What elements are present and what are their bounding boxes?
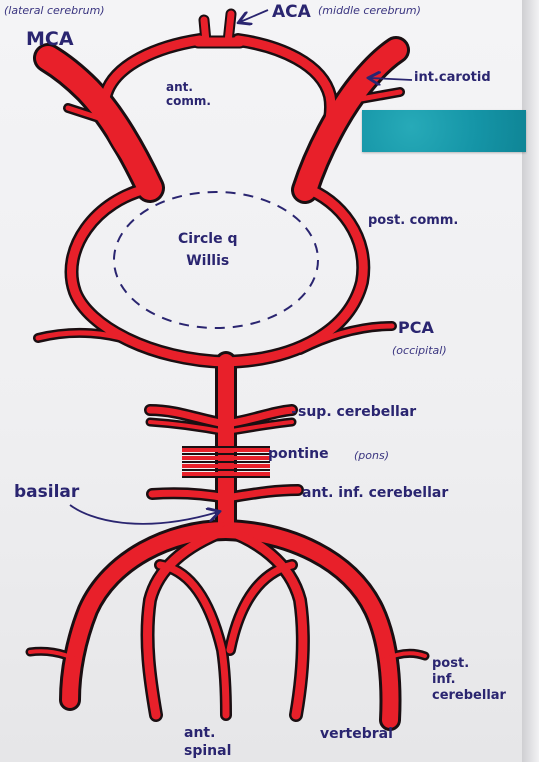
dashed-circle (113, 191, 319, 329)
label-mca: MCA (26, 28, 74, 50)
pontine-branches (182, 446, 270, 478)
label-middle-cerebrum: (middle cerebrum) (318, 4, 421, 17)
ant-spinal-right (226, 561, 296, 654)
int-carotid-branch (352, 89, 403, 103)
label-int-carotid: int.carotid (414, 70, 491, 85)
arch-outer-right (218, 522, 399, 728)
sup-cerebellar-lower (148, 420, 294, 434)
label-sup-cerebellar: sup. cerebellar (298, 404, 417, 420)
arch-inner-right (221, 525, 308, 720)
int-carotid (294, 39, 407, 201)
label-pontine: pontine (268, 446, 329, 462)
arch-inner-left (143, 525, 231, 720)
ant-spinal-left (156, 561, 230, 719)
label-circle-of-willis: Circle q Willis (178, 231, 238, 269)
label-pca: PCA (398, 318, 434, 337)
pica-right (382, 651, 427, 662)
label-occipital: (occipital) (392, 344, 447, 357)
mca-left (36, 46, 162, 200)
arch-outer-left (62, 522, 234, 708)
leader-lines (69, 9, 413, 525)
label-ant-spinal: ant. spinal (184, 725, 232, 759)
label-post-comm: post. comm. (368, 213, 459, 228)
pca-right (297, 323, 395, 353)
pica-left (28, 649, 80, 662)
mca-left-branch (65, 105, 108, 123)
basilar-arrow (69, 504, 218, 525)
aca-right (224, 10, 235, 46)
label-post-inf-cerebellar: post. inf. cerebellar (432, 656, 506, 703)
paper-edge (522, 0, 539, 762)
teal-tape-strip (362, 110, 526, 152)
label-ant-comm: ant. comm. (166, 80, 211, 108)
pca-left (35, 330, 153, 351)
label-basilar: basilar (14, 482, 80, 502)
aca-arrow (240, 9, 269, 22)
sup-cerebellar (146, 406, 296, 428)
label-pons: (pons) (354, 449, 389, 462)
int-carotid-arrow (370, 78, 413, 80)
label-lateral-cerebrum: (lateral cerebrum) (4, 4, 105, 17)
aica (148, 486, 302, 502)
label-aca: ACA (272, 2, 311, 22)
label-vertebral: vertebral (320, 726, 393, 742)
label-ant-inf-cerebellar: ant. inf. cerebellar (302, 485, 449, 501)
